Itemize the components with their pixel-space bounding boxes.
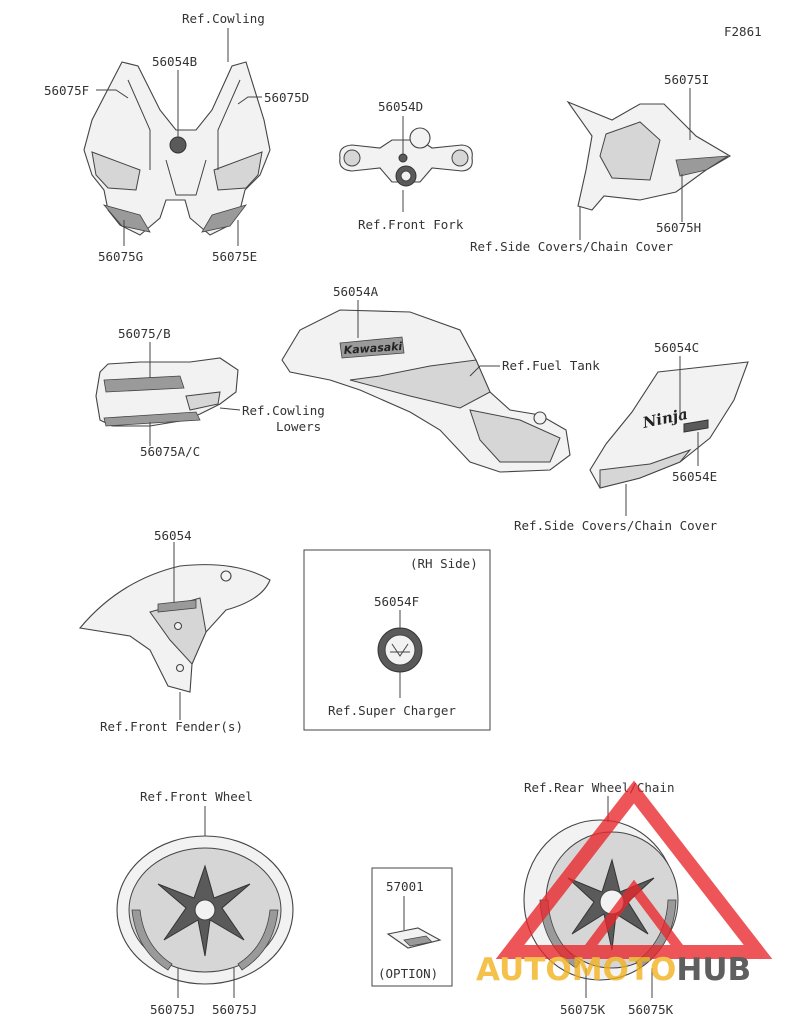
part-56054b-label: 56054B	[152, 54, 197, 69]
rh-side-note: (RH Side)	[410, 556, 478, 571]
ref-super-charger-label: Ref.Super Charger	[328, 703, 456, 718]
cowling-left-stripe	[102, 204, 151, 233]
kawasaki-decal-text: Kawasaki	[343, 340, 403, 357]
lower-stripe-upper	[103, 375, 185, 393]
ref-cowling-lowers-label-2: Lowers	[276, 419, 321, 434]
rear-rim-stripe-left	[539, 899, 581, 969]
part-56075h-label: 56075H	[656, 220, 701, 235]
ref-cowling-lowers-leader	[219, 407, 241, 411]
fuel-tank-group: Kawasaki 56054A Ref.Fuel Tank	[281, 284, 600, 473]
cowling-right-panel-line	[217, 79, 241, 170]
fork-emblem-decal	[398, 153, 408, 163]
front-fork-group: 56054D Ref.Front Fork	[339, 99, 473, 232]
rear-cover-group: 56075I 56075H Ref.Side Covers/Chain Cove…	[470, 72, 732, 254]
ref-fuel-tank-leader	[469, 365, 500, 377]
part-56054c-label: 56054C	[654, 340, 699, 355]
side-covers-group: Ninja 56054C 56054E Ref.Side Covers/Chai…	[514, 340, 749, 533]
part-56054-label: 56054	[154, 528, 192, 543]
option-group: 57001 (OPTION)	[371, 867, 453, 987]
ref-cowling-label: Ref.Cowling	[182, 11, 265, 26]
front-wheel-group: Ref.Front Wheel 56075J 56075J	[116, 789, 294, 1017]
ref-front-wheel-label: Ref.Front Wheel	[140, 789, 253, 804]
cowling-centre-line	[165, 159, 207, 196]
part-56075j-right-label: 56075J	[212, 1002, 257, 1017]
cowling-right-headlight	[213, 151, 263, 191]
rh-side-box	[303, 549, 491, 731]
ref-rear-cover-label: Ref.Side Covers/Chain Cover	[470, 239, 674, 254]
lower-stripe-lower	[103, 411, 201, 427]
ref-front-fender-label: Ref.Front Fender(s)	[100, 719, 243, 734]
fender-bolt-lower	[175, 663, 185, 673]
cowling-right-stripe	[201, 204, 248, 233]
model-badge-decal	[683, 419, 709, 433]
part-56054e-label: 56054E	[672, 469, 717, 484]
cowling-group: Ref.Cowling 56054B 56075F 56075D 56075G …	[44, 11, 309, 264]
ignition-switch	[409, 127, 431, 149]
lower-vent	[185, 391, 221, 411]
front-rim-stripe-left	[131, 909, 173, 971]
watermark-text-b: HUB	[676, 952, 751, 988]
ref-rear-wheel-label: Ref.Rear Wheel/Chain	[524, 780, 675, 795]
leader-56075f	[96, 89, 129, 99]
cowling-lowers-group: 56075/B 56075A/C Ref.Cowling Lowers	[95, 326, 325, 459]
front-wheel-hub	[194, 899, 216, 921]
part-56075d-label: 56075D	[264, 90, 309, 105]
super-charger-emblem-ring	[384, 634, 416, 666]
watermark-inner-peak	[582, 879, 686, 955]
rear-wheel-group: Ref.Rear Wheel/Chain 56075K 56075K	[523, 780, 679, 1017]
automotohub-watermark: AUTOMOTOHUB	[476, 780, 773, 988]
fender-mount-hole	[220, 570, 232, 582]
part-56075g-label: 56075G	[98, 249, 143, 264]
part-56054a-label: 56054A	[333, 284, 379, 299]
front-rim-stripe-right	[237, 909, 279, 971]
left-fork-cap	[343, 149, 361, 167]
steering-nut-centre	[400, 170, 412, 182]
tank-filler-cap	[533, 411, 547, 425]
rear-rim-stripe-right	[635, 899, 677, 969]
figure-code: F2861	[724, 24, 762, 39]
option-box	[371, 867, 453, 987]
option-decal-tab	[403, 935, 433, 947]
option-note: (OPTION)	[378, 966, 438, 981]
cowling-emblem	[169, 136, 187, 154]
ref-fuel-tank-label: Ref.Fuel Tank	[502, 358, 600, 373]
super-charger-emblem-mark	[390, 643, 410, 657]
side-cover-lower-panel	[599, 448, 692, 489]
watermark-triangle-icon	[495, 780, 773, 959]
part-56075f-label: 56075F	[44, 83, 89, 98]
part-56075e-label: 56075E	[212, 249, 257, 264]
tank-lower-panel	[349, 359, 491, 409]
part-56075k-right-label: 56075K	[628, 1002, 674, 1017]
watermark-text-a: AUTOMOTO	[476, 952, 676, 988]
tank-side-panel	[469, 409, 561, 463]
part-57001-label: 57001	[386, 879, 424, 894]
watermark-text: AUTOMOTOHUB	[476, 952, 751, 988]
ref-front-fork-label: Ref.Front Fork	[358, 217, 464, 232]
right-fork-cap	[451, 149, 469, 167]
part-56075i-label: 56075I	[664, 72, 709, 87]
ref-side-covers-label: Ref.Side Covers/Chain Cover	[514, 518, 718, 533]
tail-stripe-decal	[675, 155, 729, 177]
tail-cover-opening	[599, 121, 661, 181]
part-56054f-label: 56054F	[374, 594, 419, 609]
cowling-left-panel-line	[127, 79, 151, 170]
front-fender-group: 56054 Ref.Front Fender(s)	[78, 528, 271, 734]
part-56075k-left-label: 56075K	[560, 1002, 606, 1017]
ref-cowling-lowers-label-1: Ref.Cowling	[242, 403, 325, 418]
watermark-outer-triangle	[495, 780, 773, 959]
part-56075j-left-label: 56075J	[150, 1002, 195, 1017]
leader-56075d	[237, 96, 262, 105]
cowling-left-headlight	[91, 151, 141, 191]
super-charger-group: (RH Side) 56054F Ref.Super Charger	[303, 549, 491, 731]
fender-decal-strip	[157, 599, 197, 613]
part-56054d-label: 56054D	[378, 99, 423, 114]
kawasaki-decal-strip	[339, 336, 405, 359]
fender-bolt-upper	[173, 621, 183, 631]
cowling-lower-drawing	[95, 357, 239, 427]
part-56075ac-label: 56075A/C	[140, 444, 200, 459]
part-56075b-label: 56075/B	[118, 326, 171, 341]
